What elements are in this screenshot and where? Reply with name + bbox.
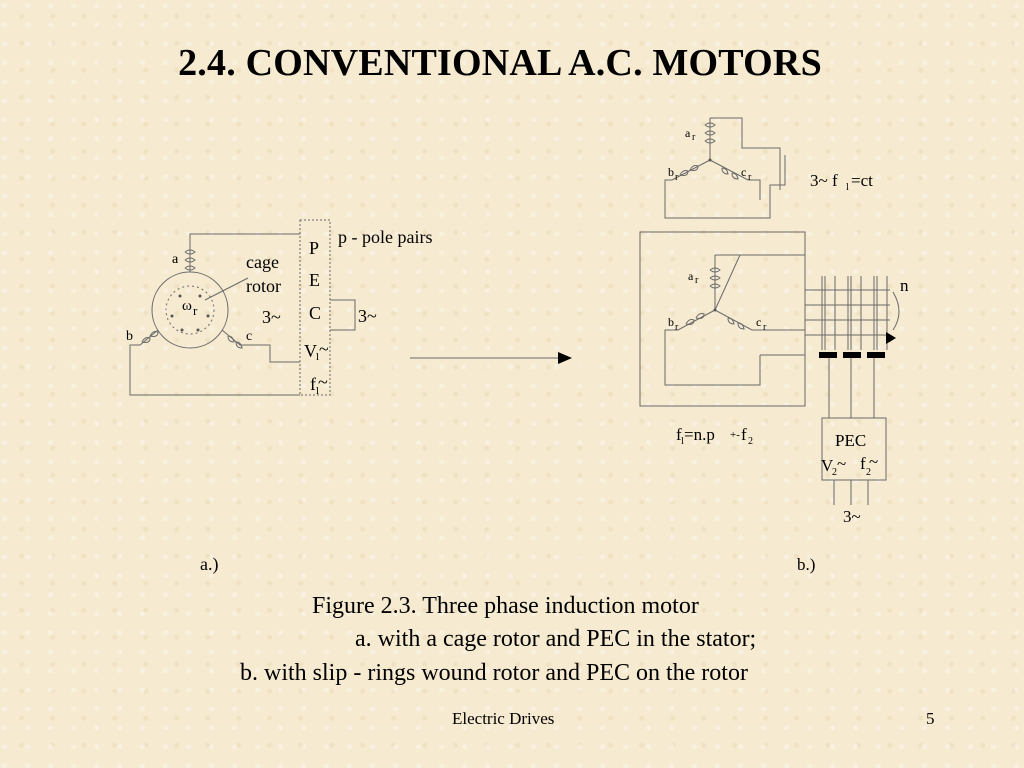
- caption-line-2: a. with a cage rotor and PEC in the stat…: [355, 626, 757, 652]
- stator-star-a: [714, 254, 741, 311]
- wound-rotor-box: [639, 231, 806, 407]
- rotor-star-c: [709, 159, 761, 200]
- page-number: 5: [926, 709, 935, 728]
- pec-label: PEC: [835, 431, 866, 450]
- stator-b-sub: r: [675, 322, 679, 333]
- stator-star-b-coil: [685, 313, 705, 325]
- footer-text: Electric Drives: [452, 709, 555, 728]
- formula-sub2: 2: [748, 436, 753, 447]
- pec-supply: [833, 480, 869, 505]
- figure-a-circuit: [129, 219, 565, 396]
- stator-to-rings: [740, 254, 805, 356]
- phase-a-label: a: [172, 252, 179, 267]
- f1-tilde: ~: [318, 372, 328, 392]
- v1-tilde: ~: [319, 339, 329, 359]
- phase-b-label: b: [126, 329, 133, 344]
- v2-tilde: ~: [837, 454, 846, 473]
- three-phase-left: 3~: [262, 307, 281, 327]
- rotor-star-center: [708, 158, 712, 162]
- rotor-star-a-coil: [704, 122, 716, 144]
- f2-sub: 2: [866, 467, 871, 478]
- stator-star-c: [714, 309, 775, 331]
- caption-line-3: b. with slip - rings wound rotor and PEC…: [240, 660, 748, 686]
- pec-box: [299, 219, 331, 396]
- rotor-b-sub: r: [675, 172, 679, 183]
- winding-b: [129, 329, 300, 396]
- rotor-a-sub: r: [692, 132, 696, 143]
- formula-f: f: [676, 425, 682, 444]
- slip-rings-grid: [805, 276, 890, 350]
- rotor-pec-box: [821, 417, 887, 481]
- pec-supply-lines: [330, 299, 356, 331]
- winding-c: [221, 329, 300, 363]
- three-phase-right: 3~: [358, 306, 377, 326]
- brush-2: [843, 352, 861, 358]
- stator-star-b: [664, 309, 761, 386]
- stator-star-c-coil: [727, 317, 745, 330]
- rotor-b-label: b: [668, 165, 674, 179]
- formula-sub1: l: [681, 436, 684, 447]
- supply-sub: l: [846, 182, 849, 193]
- v2-sub: 2: [832, 467, 837, 478]
- rotor-c-label: c: [741, 165, 746, 179]
- f2-label: f: [860, 454, 866, 473]
- omega-label: ω: [182, 298, 192, 314]
- speed-arc: [892, 291, 900, 331]
- cage-rotor-circle: [165, 285, 215, 335]
- brush-to-pec-lines: [828, 355, 875, 418]
- rotor-star-b-coil: [679, 165, 699, 176]
- caption-line-1: Figure 2.3. Three phase induction motor: [312, 593, 699, 619]
- speed-arrow-head: [886, 332, 896, 344]
- rotor-label: rotor: [246, 276, 281, 296]
- figure-b-label: b.): [797, 555, 815, 574]
- v1-label: V: [304, 341, 317, 361]
- brush-3: [867, 352, 885, 358]
- winding-a-coil: [184, 249, 196, 271]
- rotor-dots: [170, 294, 210, 332]
- stator-a-sub: r: [695, 275, 699, 286]
- pec-three-phase: 3~: [843, 507, 861, 526]
- f1-sub: l: [316, 385, 319, 397]
- stator-c-label: c: [756, 315, 761, 329]
- stator-star-a-coil: [709, 267, 721, 289]
- figure-b-circuit: [639, 117, 900, 505]
- rotor-star-b: [664, 155, 786, 219]
- v1-sub: l: [316, 351, 319, 363]
- slide-title: 2.4. CONVENTIONAL A.C. MOTORS: [178, 42, 822, 84]
- supply-label: 3~ f: [810, 171, 838, 190]
- stator-a-label: a: [688, 269, 694, 283]
- pec-letter-e: E: [309, 270, 320, 290]
- winding-c-coil: [227, 335, 243, 349]
- stator-c-sub: r: [763, 322, 767, 333]
- omega-sub: r: [193, 303, 198, 318]
- supply-ct: =ct: [851, 171, 873, 190]
- cage-pointer: [204, 277, 249, 301]
- formula-mid: =n.p: [684, 425, 715, 444]
- winding-b-coil: [141, 331, 159, 343]
- figure-a-label: a.): [200, 554, 218, 575]
- rotor-c-sub: r: [748, 172, 752, 183]
- rotor-a-label: a: [685, 126, 691, 140]
- pec-letter-c: C: [309, 303, 321, 323]
- speed-label: n: [900, 276, 909, 295]
- stator-b-label: b: [668, 315, 674, 329]
- winding-a: [189, 233, 300, 272]
- rotor-supply-lines: [710, 117, 781, 190]
- formula-pm: +-: [730, 429, 740, 441]
- pole-pairs-label: p - pole pairs: [338, 227, 432, 247]
- transition-arrow-head: [558, 352, 572, 364]
- formula-f2: f: [741, 425, 747, 444]
- pec-letter-p: P: [309, 238, 319, 258]
- brush-1: [819, 352, 837, 358]
- cage-label: cage: [246, 252, 279, 272]
- rotor-star-c-coil: [721, 167, 739, 180]
- v2-label: V: [821, 456, 834, 475]
- phase-c-label: c: [246, 329, 252, 344]
- f1-label: f: [310, 374, 316, 394]
- f2-tilde: ~: [869, 452, 878, 471]
- stator-star-center: [713, 308, 717, 312]
